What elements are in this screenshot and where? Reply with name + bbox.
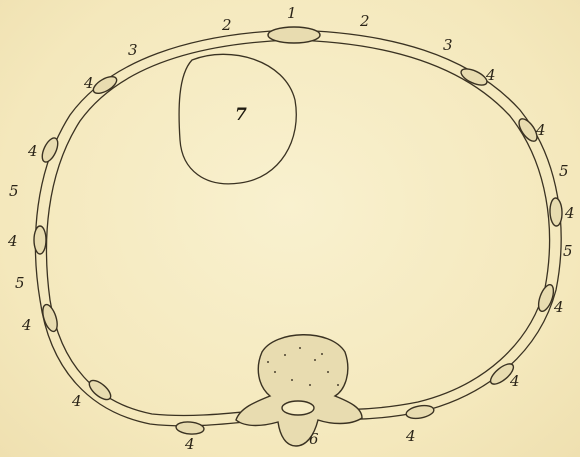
rib-node <box>86 377 114 403</box>
label-2-right: 2 <box>359 12 370 30</box>
label-6: 6 <box>309 430 319 448</box>
rib-node <box>34 226 46 254</box>
label-5: 5 <box>559 162 569 180</box>
sternum-bone <box>268 27 320 43</box>
label-4: 4 <box>485 66 496 84</box>
label-4: 4 <box>553 298 564 316</box>
label-5: 5 <box>563 242 573 260</box>
label-4: 4 <box>405 427 416 445</box>
label-5: 5 <box>9 182 19 200</box>
rib-node <box>176 421 205 435</box>
label-4: 4 <box>535 121 546 139</box>
label-4: 4 <box>21 316 32 334</box>
label-3-left: 3 <box>128 41 138 59</box>
vertebral-foramen <box>282 401 314 415</box>
label-5: 5 <box>15 274 25 292</box>
label-4: 4 <box>184 435 195 453</box>
label-7: 7 <box>235 105 247 125</box>
label-2-left: 2 <box>221 16 232 34</box>
label-3-right: 3 <box>443 36 453 54</box>
rib-node <box>91 73 120 96</box>
rib-node <box>405 404 435 421</box>
label-4: 4 <box>564 204 575 222</box>
label-4: 4 <box>71 392 82 410</box>
label-1: 1 <box>287 4 297 22</box>
label-4: 4 <box>27 142 38 160</box>
rib-node <box>459 66 489 89</box>
rib-node <box>39 136 61 165</box>
rib-node <box>550 198 563 226</box>
label-4: 4 <box>83 74 94 92</box>
label-4: 4 <box>7 232 18 250</box>
label-4: 4 <box>509 372 520 390</box>
vertebra-bone <box>236 335 362 446</box>
